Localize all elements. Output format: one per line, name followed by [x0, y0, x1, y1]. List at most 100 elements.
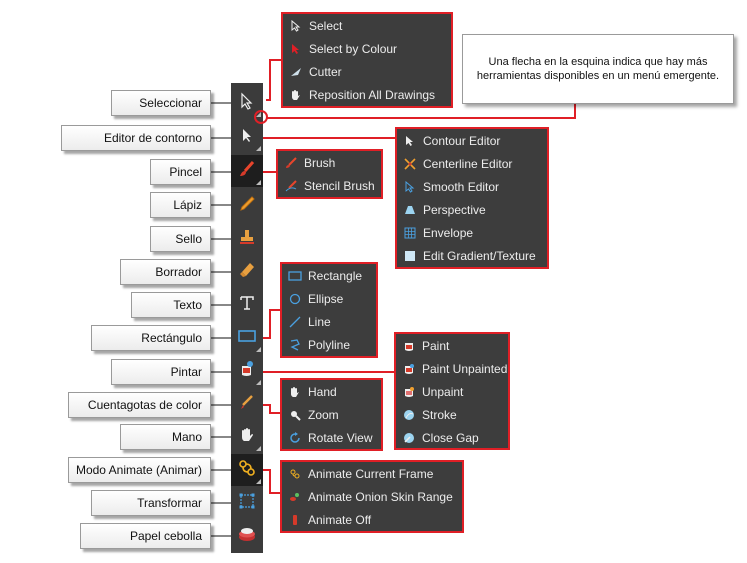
- animate-icon: [237, 458, 257, 483]
- menu-item-animate-off[interactable]: Animate Off: [282, 508, 462, 531]
- eraser-icon: [238, 261, 256, 284]
- label-modo-animate: Modo Animate (Animar): [68, 457, 211, 483]
- hand-tools-menu: Hand Zoom Rotate View: [280, 378, 383, 451]
- animate-onion-skin-icon: [288, 490, 302, 504]
- menu-item-brush[interactable]: Brush: [278, 151, 381, 174]
- label-cuentagotas-de-color: Cuentagotas de color: [68, 392, 211, 418]
- brush-tool-button[interactable]: [231, 155, 263, 187]
- text-tool-button[interactable]: [231, 289, 263, 321]
- menu-item-close-gap[interactable]: Close Gap: [396, 426, 508, 449]
- line-icon: [288, 315, 302, 329]
- stamp-tool-button[interactable]: [231, 223, 263, 255]
- menu-item-stencil-brush[interactable]: Stencil Brush: [278, 174, 381, 197]
- brush-tools-menu: Brush Stencil Brush: [276, 149, 383, 199]
- paint-icon: [402, 339, 416, 353]
- label-transformar: Transformar: [91, 490, 211, 516]
- menu-item-select[interactable]: Select: [283, 14, 451, 37]
- zoom-icon: [288, 408, 302, 422]
- label-papel-cebolla: Papel cebolla: [80, 523, 211, 549]
- brush-icon: [238, 160, 256, 183]
- menu-item-polyline[interactable]: Polyline: [282, 333, 376, 356]
- submenu-hint-callout: Una flecha en la esquina indica que hay …: [462, 34, 734, 104]
- menu-item-rotate-view[interactable]: Rotate View: [282, 426, 381, 449]
- contour-editor-tool-button[interactable]: [231, 121, 263, 153]
- hand-tool-button[interactable]: [231, 421, 263, 453]
- select-arrow-icon: [238, 92, 256, 115]
- select-arrow-icon: [289, 19, 303, 33]
- dropper-tool-button[interactable]: [231, 388, 263, 420]
- label-sello: Sello: [150, 226, 211, 252]
- menu-item-unpaint[interactable]: Unpaint: [396, 380, 508, 403]
- menu-item-reposition-all-drawings[interactable]: Reposition All Drawings: [283, 83, 451, 106]
- animate-mode-menu: Animate Current Frame Animate Onion Skin…: [280, 460, 464, 533]
- paint-tools-menu: Paint Paint Unpainted Unpaint Stroke Clo…: [394, 332, 510, 450]
- centerline-editor-icon: [403, 157, 417, 171]
- perspective-icon: [403, 203, 417, 217]
- label-lapiz: Lápiz: [150, 192, 211, 218]
- label-borrador: Borrador: [120, 259, 211, 285]
- label-editor-de-contorno: Editor de contorno: [61, 125, 211, 151]
- paint-unpainted-icon: [402, 362, 416, 376]
- menu-item-animate-onion-skin-range[interactable]: Animate Onion Skin Range: [282, 485, 462, 508]
- contour-editor-tools-menu: Contour Editor Centerline Editor Smooth …: [395, 127, 549, 269]
- paint-tool-button[interactable]: [231, 355, 263, 387]
- eraser-tool-button[interactable]: [231, 256, 263, 288]
- label-rectangulo: Rectángulo: [91, 325, 211, 351]
- paint-icon: [238, 360, 256, 383]
- label-mano: Mano: [120, 424, 211, 450]
- contour-editor-icon: [403, 134, 417, 148]
- polyline-icon: [288, 338, 302, 352]
- brush-icon: [284, 156, 298, 170]
- hand-icon: [288, 385, 302, 399]
- callout-text: Una flecha en la esquina indica que hay …: [476, 56, 720, 82]
- menu-item-contour-editor[interactable]: Contour Editor: [397, 129, 547, 152]
- menu-item-select-by-colour[interactable]: Select by Colour: [283, 37, 451, 60]
- dropper-icon: [238, 393, 256, 416]
- shape-tools-menu: Rectangle Ellipse Line Polyline: [280, 262, 378, 358]
- rotate-view-icon: [288, 431, 302, 445]
- menu-item-rectangle[interactable]: Rectangle: [282, 264, 376, 287]
- unpaint-icon: [402, 385, 416, 399]
- menu-item-cutter[interactable]: Cutter: [283, 60, 451, 83]
- contour-editor-icon: [239, 127, 255, 148]
- menu-item-envelope[interactable]: Envelope: [397, 221, 547, 244]
- select-by-colour-icon: [289, 42, 303, 56]
- menu-item-paint[interactable]: Paint: [396, 334, 508, 357]
- menu-item-ellipse[interactable]: Ellipse: [282, 287, 376, 310]
- menu-item-paint-unpainted[interactable]: Paint Unpainted: [396, 357, 508, 380]
- hand-icon: [238, 426, 256, 449]
- animate-tool-button[interactable]: [231, 454, 263, 486]
- rectangle-icon: [237, 328, 257, 349]
- transform-icon: [238, 492, 256, 515]
- tool-toolbar: [231, 83, 263, 553]
- close-gap-icon: [402, 431, 416, 445]
- animate-off-icon: [288, 513, 302, 527]
- menu-item-centerline-editor[interactable]: Centerline Editor: [397, 152, 547, 175]
- stamp-icon: [238, 228, 256, 251]
- rectangle-tool-button[interactable]: [231, 322, 263, 354]
- menu-item-zoom[interactable]: Zoom: [282, 403, 381, 426]
- menu-item-edit-gradient-texture[interactable]: Edit Gradient/Texture: [397, 244, 547, 267]
- text-icon: [238, 294, 256, 317]
- onion-skin-tool-button[interactable]: [231, 520, 263, 552]
- transform-tool-button[interactable]: [231, 487, 263, 519]
- reposition-icon: [289, 88, 303, 102]
- submenu-arrow-highlight: [254, 110, 268, 124]
- label-pincel: Pincel: [150, 159, 211, 185]
- pencil-tool-button[interactable]: [231, 189, 263, 221]
- menu-item-hand[interactable]: Hand: [282, 380, 381, 403]
- onion-skin-icon: [237, 525, 257, 548]
- smooth-editor-icon: [403, 180, 417, 194]
- menu-item-stroke[interactable]: Stroke: [396, 403, 508, 426]
- stencil-brush-icon: [284, 179, 298, 193]
- menu-item-animate-current-frame[interactable]: Animate Current Frame: [282, 462, 462, 485]
- label-texto: Texto: [131, 292, 211, 318]
- menu-item-perspective[interactable]: Perspective: [397, 198, 547, 221]
- pencil-icon: [238, 194, 256, 217]
- menu-item-smooth-editor[interactable]: Smooth Editor: [397, 175, 547, 198]
- select-tools-menu: Select Select by Colour Cutter Repositio…: [281, 12, 453, 108]
- cutter-icon: [289, 65, 303, 79]
- menu-item-line[interactable]: Line: [282, 310, 376, 333]
- label-pintar: Pintar: [111, 359, 211, 385]
